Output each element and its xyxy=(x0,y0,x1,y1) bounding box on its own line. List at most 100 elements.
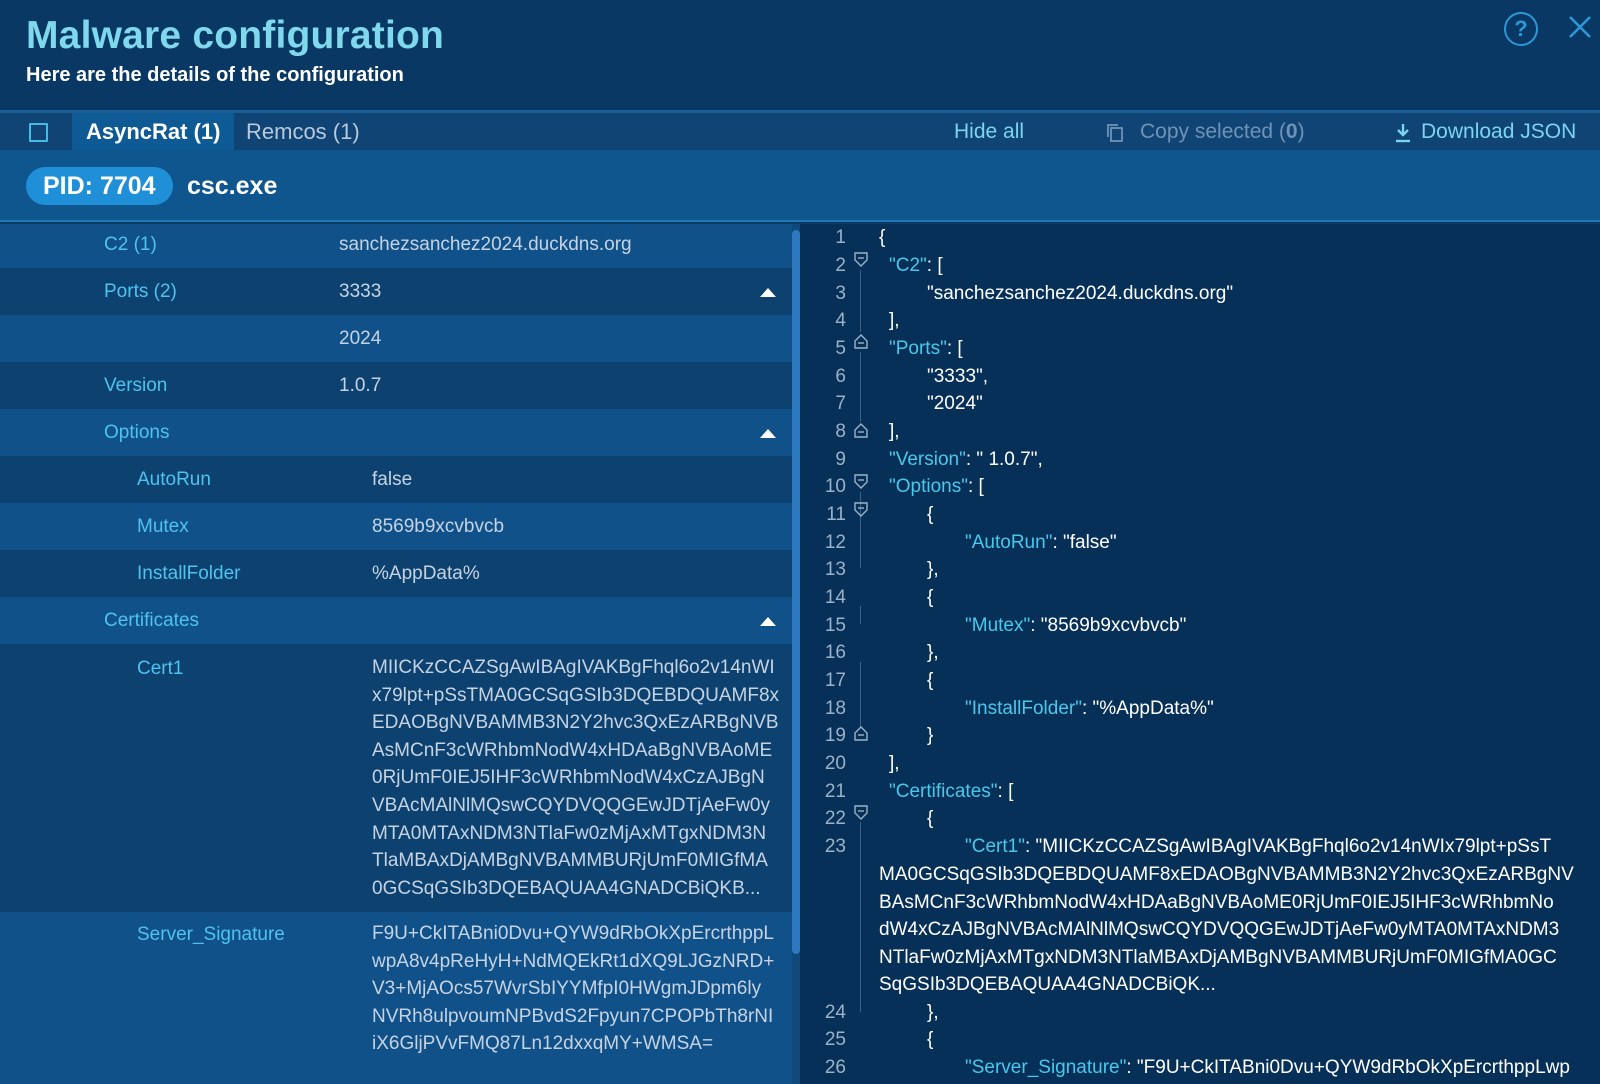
line-number: 1 xyxy=(835,227,846,248)
hide-all-button[interactable]: Hide all xyxy=(954,120,1025,143)
cert1-line: MIICKzCCAZSgAwIBAgIVAKBgFhql6o2v14nWI xyxy=(372,657,775,678)
pid-badge: PID: 7704 xyxy=(26,167,173,205)
line-number: 25 xyxy=(824,1029,846,1050)
fold-expand-icon[interactable] xyxy=(854,421,868,439)
fold-expand-icon[interactable] xyxy=(854,724,868,742)
json-punct: : [ xyxy=(926,255,943,276)
config-value: 1.0.7 xyxy=(339,375,382,396)
close-icon[interactable] xyxy=(1565,12,1595,42)
line-number: 19 xyxy=(824,725,846,746)
config-row-version[interactable]: Version 1.0.7 xyxy=(0,362,792,409)
json-value: : "false" xyxy=(1052,532,1117,553)
json-key: "Certificates" xyxy=(889,781,998,802)
json-key: "Options" xyxy=(889,476,968,497)
fold-collapse-icon[interactable] xyxy=(854,804,868,822)
fold-expand-icon[interactable] xyxy=(854,332,868,350)
download-json-label: Download JSON xyxy=(1421,120,1577,143)
line-number: 12 xyxy=(824,532,846,553)
json-line: ], xyxy=(889,310,900,331)
json-line: "Version": " 1.0.7", xyxy=(889,449,1043,471)
json-line: } xyxy=(927,725,934,746)
config-key: AutoRun xyxy=(137,469,211,490)
line-number: 4 xyxy=(835,310,846,331)
config-key: Version xyxy=(104,375,168,396)
config-row-autorun[interactable]: AutoRun false xyxy=(0,456,792,503)
fold-guide xyxy=(860,606,861,624)
json-key: "C2" xyxy=(889,255,927,276)
config-row-options[interactable]: Options xyxy=(0,409,792,456)
line-number: 13 xyxy=(824,559,846,580)
collapse-caret-icon[interactable] xyxy=(760,429,776,438)
signature-line: wpA8v4pReHyH+NdMQEkRt1dXQ9LJGzNRD+ xyxy=(372,950,775,972)
json-line: "2024" xyxy=(927,393,983,414)
select-all-checkbox[interactable] xyxy=(29,123,48,142)
json-line: "AutoRun": "false" xyxy=(965,532,1117,554)
config-key: C2 (1) xyxy=(104,234,157,255)
line-number: 14 xyxy=(824,587,846,608)
signature-line: iX6GljPVvFMQ87Ln12dxxqMY+WMSA= xyxy=(372,1033,714,1055)
fold-guide xyxy=(860,662,861,728)
fold-guide xyxy=(860,822,861,1012)
json-line: "Certificates": [ xyxy=(889,781,1013,803)
fold-collapse-icon[interactable] xyxy=(854,501,868,519)
line-number: 2 xyxy=(835,255,846,276)
fold-collapse-icon[interactable] xyxy=(854,251,868,269)
config-row-c2[interactable]: C2 (1) sanchezsanchez2024.duckdns.org xyxy=(0,224,792,268)
config-row-ports-2[interactable]: 2024 xyxy=(0,315,792,362)
json-wrap-line: NTlaFw0zMjAxMTgxNDM3NTlaMBAxDjAMBgNVBAMM… xyxy=(879,947,1557,968)
cert1-line: VBAcMAlNlMQswCQYDVQQGEwJDTjAeFw0y xyxy=(372,794,770,816)
config-row-cert1[interactable]: Cert1 MIICKzCCAZSgAwIBAgIVAKBgFhql6o2v14… xyxy=(0,644,792,912)
line-number: 7 xyxy=(835,393,846,414)
line-number: 17 xyxy=(824,670,846,691)
json-line: }, xyxy=(927,559,939,580)
line-number: 15 xyxy=(824,615,846,636)
json-line: }, xyxy=(927,642,939,663)
json-key: "InstallFolder" xyxy=(965,698,1082,719)
config-row-server-signature[interactable]: Server_Signature F9U+CkITABni0Dvu+QYW9dR… xyxy=(0,912,792,1084)
config-value: 2024 xyxy=(339,328,382,349)
line-number: 23 xyxy=(824,836,846,857)
json-punct: : [ xyxy=(967,476,984,497)
json-key: "Server_Signature" xyxy=(965,1057,1127,1078)
copy-selected-close: ) xyxy=(1297,120,1305,143)
json-line: { xyxy=(927,1029,934,1050)
line-number: 21 xyxy=(824,781,846,802)
json-line: }, xyxy=(927,1002,939,1023)
dialog-subtitle: Here are the details of the configuratio… xyxy=(26,64,404,86)
config-row-ports[interactable]: Ports (2) 3333 xyxy=(0,268,792,315)
copy-icon xyxy=(1107,124,1123,142)
json-wrap-line: SqGSIb3DQEBAQUAA4GNADCBiQK... xyxy=(879,974,1216,995)
line-number: 16 xyxy=(824,642,846,663)
collapse-caret-icon[interactable] xyxy=(760,617,776,626)
tab-asyncrat[interactable]: AsyncRat (1) xyxy=(72,113,235,150)
json-line: "Options": [ xyxy=(889,476,984,498)
collapse-caret-icon[interactable] xyxy=(760,288,776,297)
config-value: MIICKzCCAZSgAwIBAgIVAKBgFhql6o2v14nWI x7… xyxy=(372,654,779,902)
json-line: "Mutex": "8569b9xcvbvcb" xyxy=(965,615,1186,637)
json-wrap-line: BAsMCnF3cWRhbmNodW4xHDAaBgNVBAoME0RjUmF0… xyxy=(879,892,1554,913)
json-key: "Version" xyxy=(889,449,966,470)
copy-selected-button[interactable]: Copy selected (0) xyxy=(1107,113,1305,150)
config-row-mutex[interactable]: Mutex 8569b9xcvbvcb xyxy=(0,503,792,550)
left-scrollbar[interactable] xyxy=(792,230,800,954)
line-number: 9 xyxy=(835,449,846,470)
signature-line: NVRh8ulpvoumNPBvdS2Fpyun7CPOPbTh8rNI xyxy=(372,1005,774,1027)
json-key: "AutoRun" xyxy=(965,532,1053,553)
help-icon[interactable]: ? xyxy=(1504,12,1538,46)
cert1-line: TlaMBAxDjAMBgNVBAMMBURjUmF0MIGfMA xyxy=(372,850,768,872)
dialog-title: Malware configuration xyxy=(26,14,445,57)
config-row-certificates[interactable]: Certificates xyxy=(0,597,792,644)
line-number: 18 xyxy=(824,698,846,719)
fold-collapse-icon[interactable] xyxy=(854,473,868,491)
config-key: Mutex xyxy=(137,516,189,537)
config-row-installfolder[interactable]: InstallFolder %AppData% xyxy=(0,550,792,597)
json-wrap-line: MA0GCSqGSIb3DQEBDQUAMF8xEDAOBgNVBAMMB3N2… xyxy=(879,864,1574,885)
json-key: "Cert1" xyxy=(965,836,1025,857)
config-value: 3333 xyxy=(339,281,382,302)
json-line: { xyxy=(927,504,934,525)
json-line: "C2": [ xyxy=(889,255,943,277)
tab-bar: AsyncRat (1) Remcos (1) Hide all Copy se… xyxy=(0,110,1600,150)
config-value: sanchezsanchez2024.duckdns.org xyxy=(339,234,632,255)
tab-remcos[interactable]: Remcos (1) xyxy=(246,119,360,144)
download-json-button[interactable]: Download JSON xyxy=(1394,113,1576,150)
